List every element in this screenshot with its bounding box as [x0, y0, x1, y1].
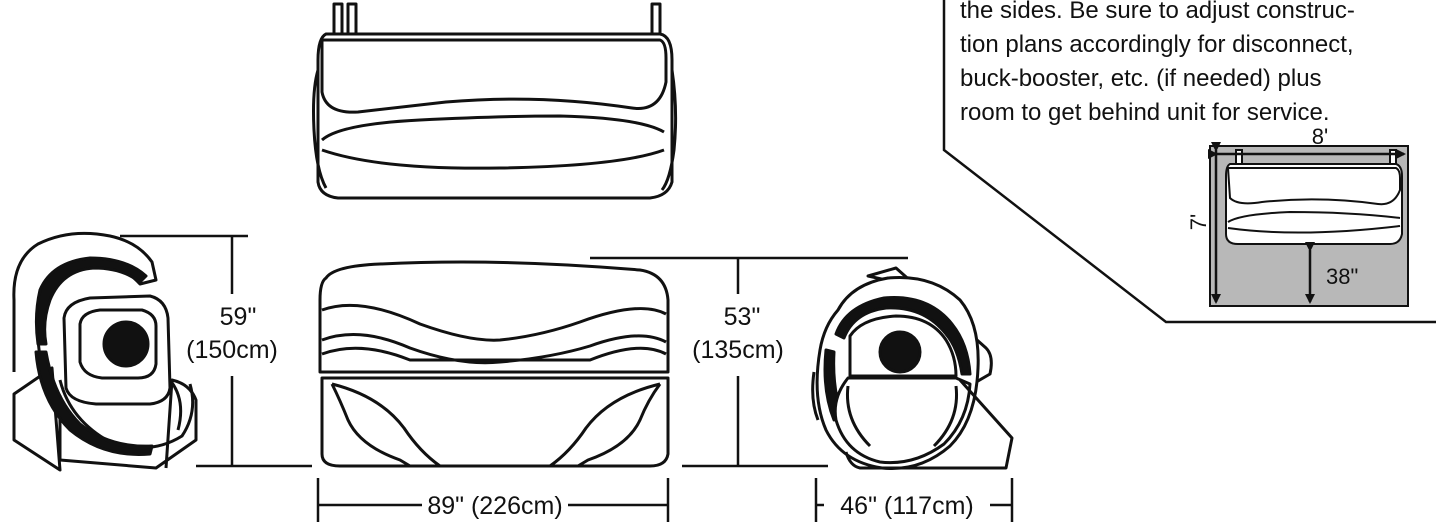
callout-line-3: buck-booster, etc. (if needed) plus	[960, 65, 1322, 92]
callout-line-4: room to get behind unit for service.	[960, 99, 1330, 126]
top-view-post-center	[346, 2, 358, 38]
room-bed-canopy	[1226, 167, 1401, 206]
front-view-bed	[318, 260, 670, 468]
width-label-front: 89" (226cm)	[427, 492, 562, 520]
room-bed-post-left	[1235, 149, 1243, 165]
side-view-open-bed	[12, 231, 198, 472]
room-bed-post-right	[1389, 149, 1397, 165]
height-label-front-metric: (135cm)	[692, 336, 784, 364]
callout-line-1: the sides. Be sure to adjust construc-	[960, 0, 1355, 24]
callout-line-2: tion plans accordingly for disconnect,	[960, 31, 1354, 58]
width-dimension-front	[316, 478, 670, 522]
room-diagram	[1208, 142, 1409, 307]
depth-dimension-side	[814, 478, 1014, 522]
room-width-label: 8'	[1312, 124, 1328, 149]
top-view-post-left	[332, 2, 344, 38]
height-label-open-metric: (150cm)	[186, 336, 278, 364]
height-label-open: 59"	[220, 303, 257, 331]
height-dimension-open	[120, 234, 312, 468]
callout-box	[942, 0, 1436, 324]
top-view-post-right	[650, 2, 662, 38]
top-view-bed	[312, 2, 678, 200]
room-clearance-label: 38"	[1326, 264, 1358, 289]
height-label-front: 53"	[724, 303, 761, 331]
room-height-label: 7'	[1186, 214, 1211, 230]
depth-label-side: 46" (117cm)	[840, 492, 973, 520]
side-view-closed-bed	[811, 266, 1014, 471]
height-dimension-front	[590, 256, 908, 468]
